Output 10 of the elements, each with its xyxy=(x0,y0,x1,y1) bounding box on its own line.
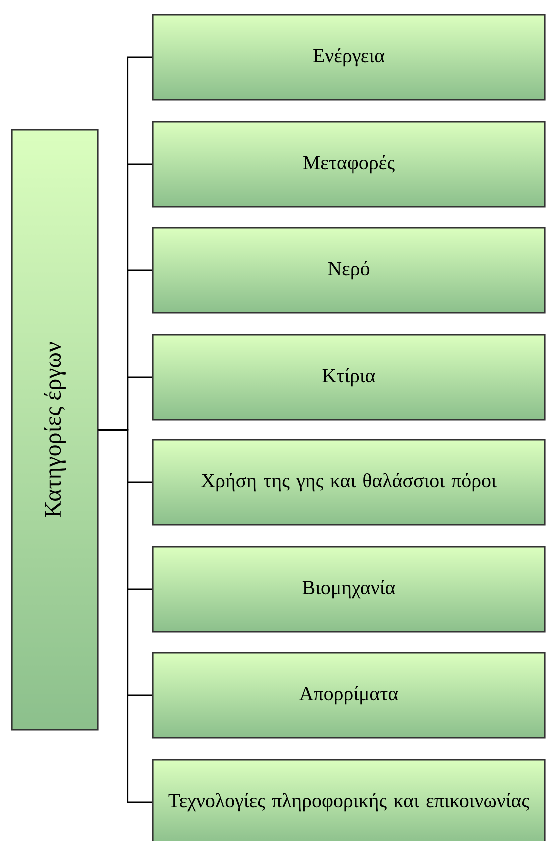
category-box: Απορρίματα xyxy=(152,652,546,739)
connector-line xyxy=(98,429,152,804)
category-box: Κτίρια xyxy=(152,334,546,421)
category-box: Ενέργεια xyxy=(152,14,546,101)
category-box: Βιομηχανία xyxy=(152,546,546,633)
category-box: Μεταφορές xyxy=(152,121,546,208)
category-box: Τεχνολογίες πληροφορικής και επικοινωνίας xyxy=(152,759,546,841)
category-box: Κατηγορίες έργων xyxy=(11,129,99,731)
category-box: Νερό xyxy=(152,227,546,314)
category-box: Χρήση της γης και θαλάσσιοι πόροι xyxy=(152,439,546,526)
